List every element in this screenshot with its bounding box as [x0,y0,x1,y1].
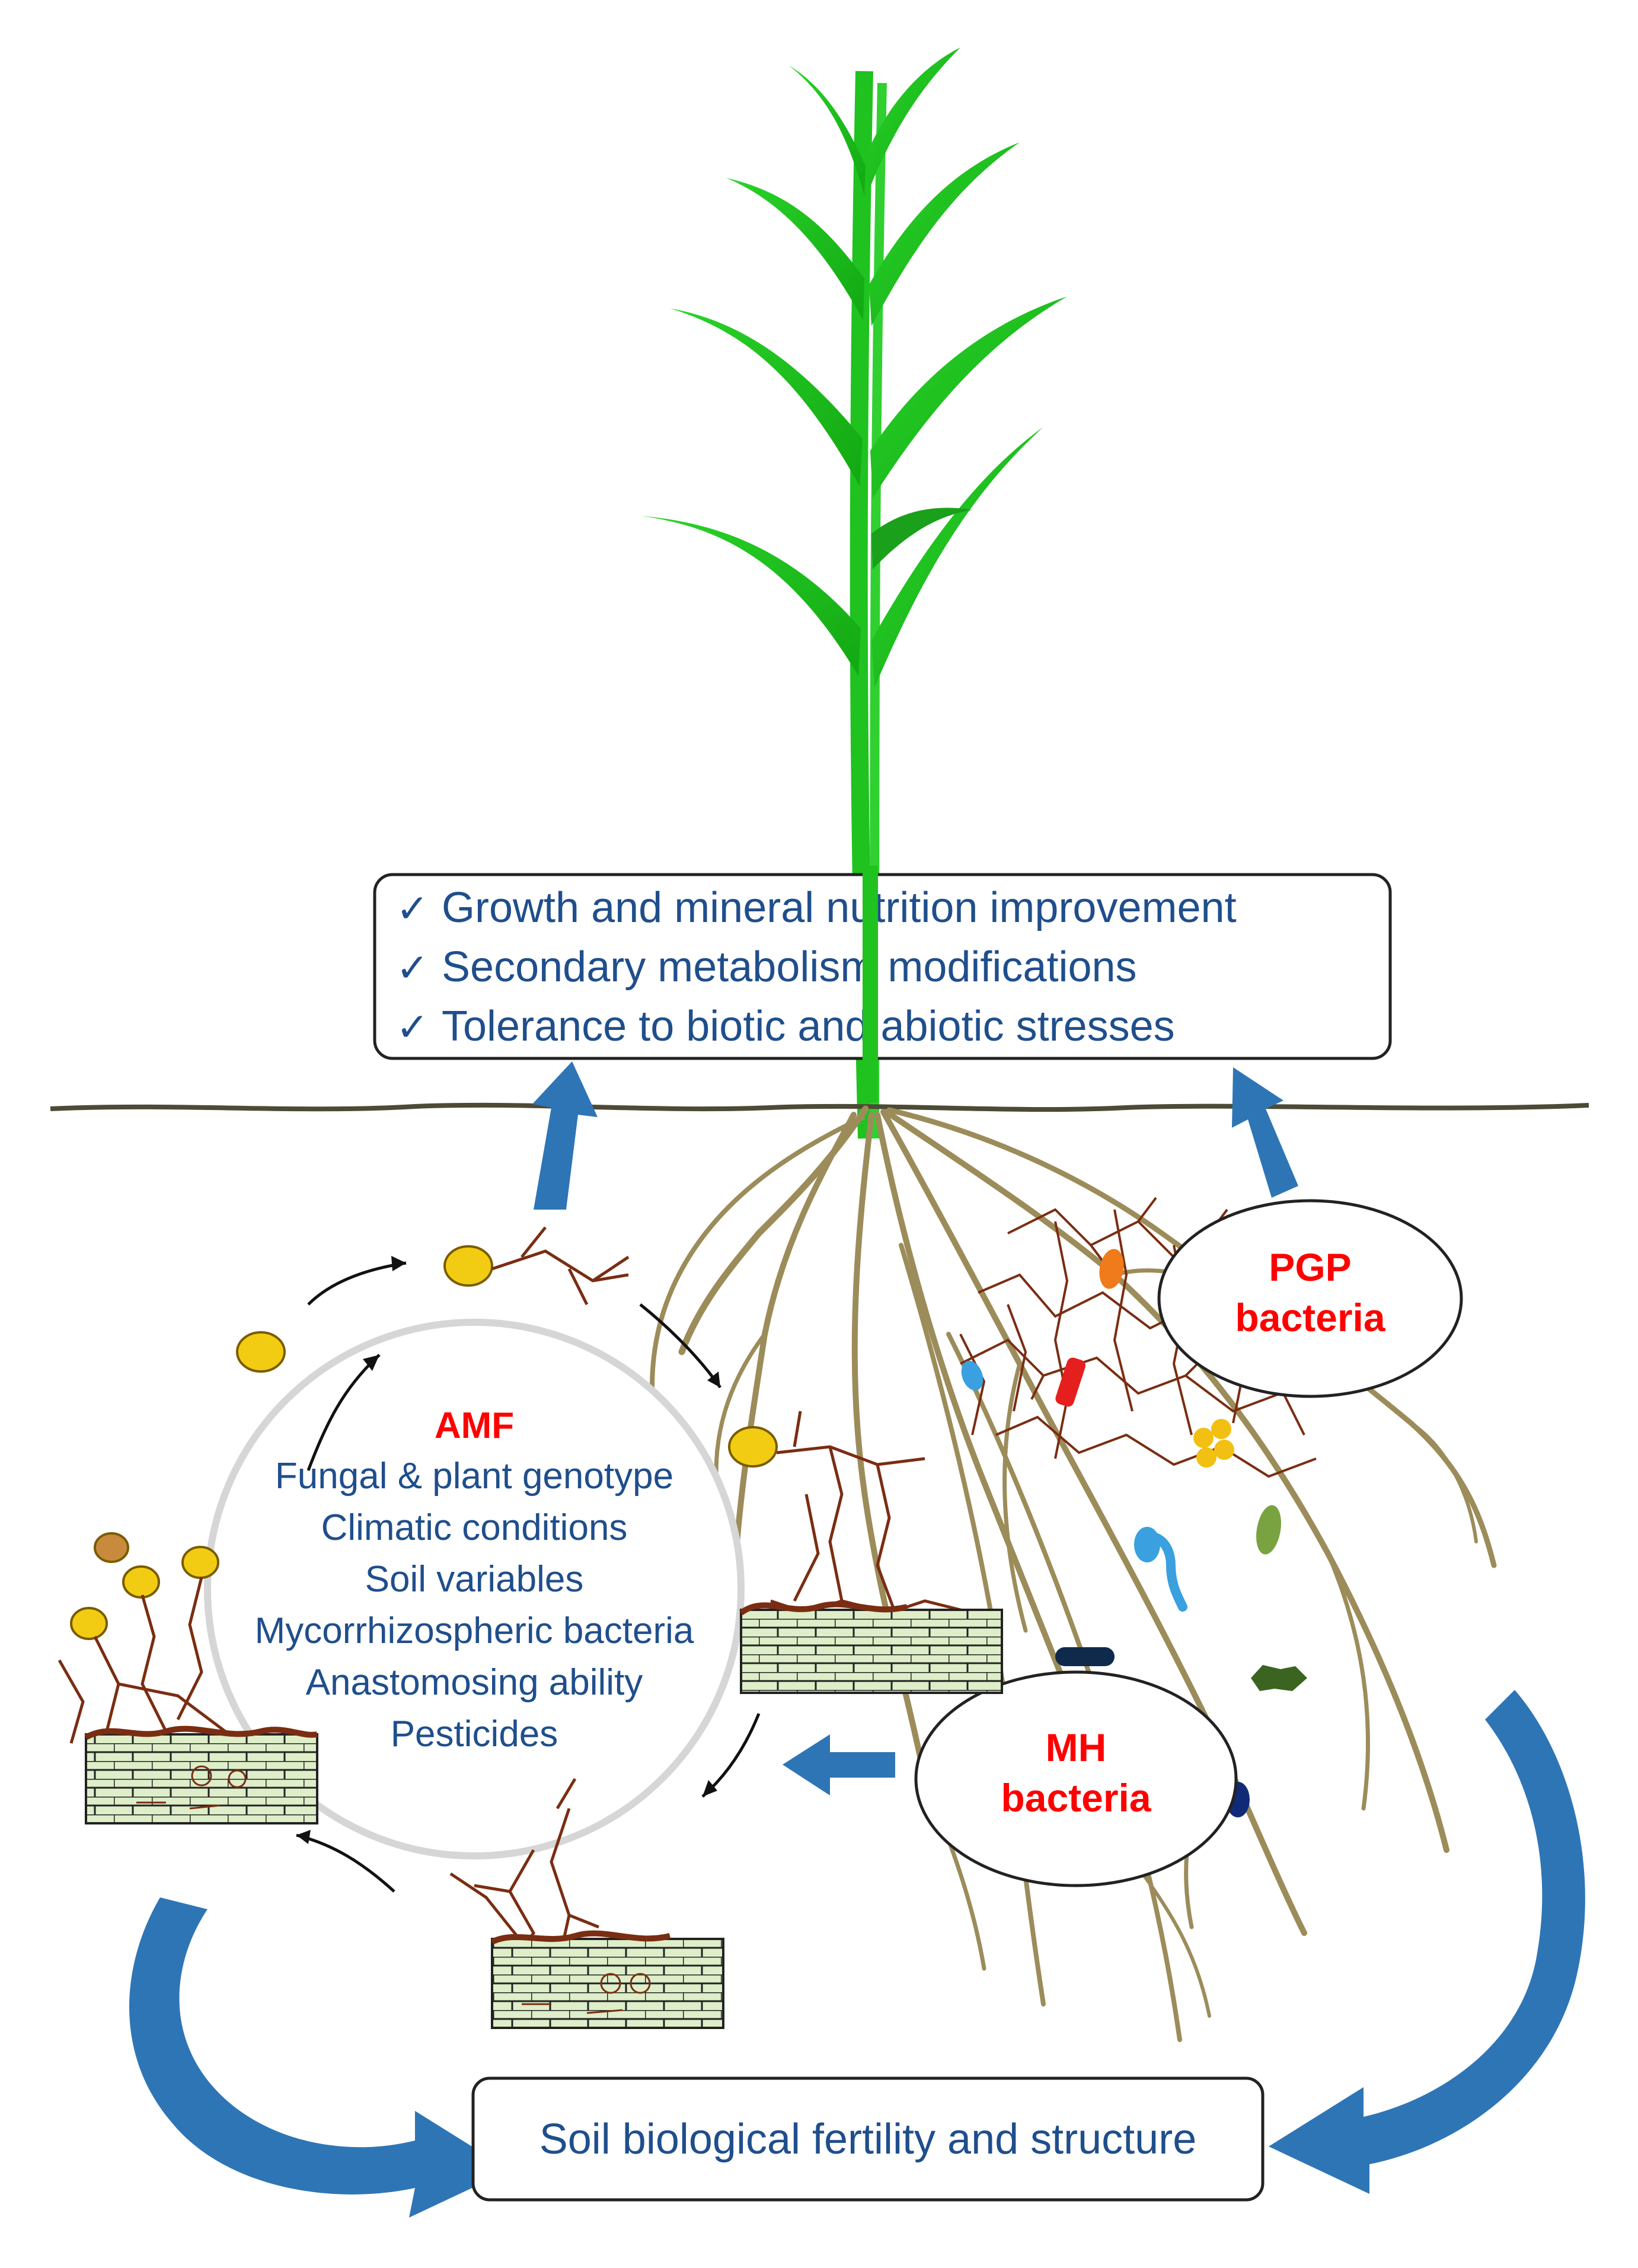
arbuscules-bottom [522,1973,651,2014]
arrow-pgp-up [1232,1067,1298,1198]
leaf [871,508,972,569]
amf-factor-3: Soil variables [365,1559,584,1600]
bacterium-yellow-cluster [1211,1419,1231,1439]
bacterium-red [1055,1357,1085,1407]
amf-factor-5: Anastomosing ability [306,1662,643,1703]
amf-factor-4: Mycorrhizospheric bacteria [255,1610,694,1651]
leaf [870,296,1067,498]
soil-surface-line [50,1102,1589,1112]
arrows-to-benefits [532,1061,1298,1795]
benefits-box: ✓ Growth and mineral nutrition improveme… [373,873,1392,1060]
spores [70,1245,778,1640]
spore-2 [443,1245,493,1287]
bacterium-yellow-cluster [1214,1440,1234,1460]
benefit-item-1: Growth and mineral nutrition improvement [442,884,1237,932]
amf-factor-6: Pesticides [391,1714,558,1755]
bacterium-yellow-cluster [1196,1447,1216,1468]
pgp-bacteria-bubble: PGP bacteria [1157,1199,1463,1398]
benefit-check-1: ✓ [396,886,429,930]
bacterium-dark-navy [1055,1647,1115,1666]
soil-fertility-label: Soil biological fertility and structure [539,2116,1197,2163]
benefit-item-2: Secondary metabolism modifications [442,943,1137,991]
benefit-check-2: ✓ [396,946,429,990]
benefit-check-3: ✓ [396,1005,429,1049]
mh-bacteria-bubble: MH bacteria [914,1670,1238,1887]
leaf [867,47,960,190]
curved-arrow-right [1269,1690,1585,2194]
benefit-item-3: Tolerance to biotic and abiotic stresses [442,1003,1175,1050]
root-cells-left [85,1733,318,1824]
amf-cycle: AMF Fungal & plant genotype Climatic con… [58,1226,1003,2029]
mh-label-line2: bacteria [1001,1776,1151,1820]
leaf [869,142,1020,326]
mh-label-line1: MH [1046,1725,1107,1769]
bacteria-cells [961,1249,1307,1817]
amf-factor-1: Fungal & plant genotype [275,1456,673,1497]
arrow-amf-up [532,1061,598,1210]
arbuscules-left [136,1765,247,1810]
spore-6 [181,1546,219,1579]
leaf [640,516,861,676]
soil-fertility-box: Soil biological fertility and structure [471,2076,1265,2202]
arrow-mh-left [783,1734,895,1795]
spore-7 [70,1607,108,1640]
bacterium-orange [1099,1249,1124,1289]
leaf [871,427,1043,688]
bacterium-light-blue [961,1360,984,1391]
leaf [670,308,863,486]
bacterium-dark-green [1251,1665,1307,1691]
pgp-label-line2: bacteria [1235,1296,1385,1339]
curved-arrows-to-soil [129,1690,1585,2218]
spore-1 [236,1331,286,1373]
spore-4 [94,1532,129,1563]
pgp-label-line1: PGP [1269,1245,1351,1289]
root-cells-top-right [740,1609,1003,1694]
bacterium-olive [1256,1505,1282,1555]
root-cells-bottom [491,1938,724,2029]
curved-arrow-left [129,1897,510,2218]
bacterium-yellow-cluster [1193,1428,1214,1448]
leaf [726,178,864,320]
amf-factors-circle [204,1319,745,1859]
amf-title: AMF [435,1405,514,1446]
amf-factor-2: Climatic conditions [321,1507,628,1548]
spore-3 [728,1426,778,1468]
spore-5 [122,1565,160,1599]
